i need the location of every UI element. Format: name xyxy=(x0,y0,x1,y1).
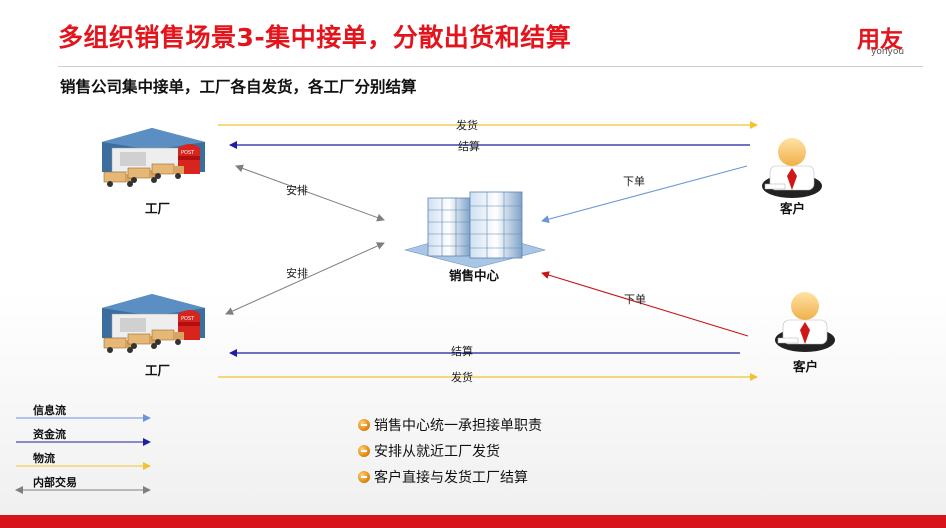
sales-center-label: 销售中心 xyxy=(449,268,500,283)
bullet-icon xyxy=(358,445,370,457)
yonyou-logo: 用友 xyxy=(857,27,903,53)
bullet-text: 客户直接与发货工厂结算 xyxy=(374,470,528,486)
customer-bottom-label: 客户 xyxy=(792,359,818,374)
legend-logistics-label: 物流 xyxy=(33,451,55,465)
factory-top-label: 工厂 xyxy=(145,201,170,216)
bullet-item: 销售中心统一承担接单职责 xyxy=(358,412,542,438)
bullet-text: 销售中心统一承担接单职责 xyxy=(374,418,542,434)
bullet-icon xyxy=(358,471,370,483)
legend-internal-label: 内部交易 xyxy=(33,475,77,489)
title-divider xyxy=(58,66,923,67)
edge-settle-top-label: 结算 xyxy=(458,139,480,153)
customer-top-icon xyxy=(762,138,822,198)
customer-top-label: 客户 xyxy=(779,201,805,216)
legend: 信息流 资金流 物流 内部交易 xyxy=(15,403,151,494)
bullet-item: 客户直接与发货工厂结算 xyxy=(358,464,542,490)
slide-subtitle: 销售公司集中接单，工厂各自发货，各工厂分别结算 xyxy=(60,78,417,96)
footer-bar xyxy=(0,515,946,528)
edge-order-bottom-label: 下单 xyxy=(624,293,646,306)
edge-arrange-top xyxy=(235,164,385,222)
edge-ship-bottom-label: 发货 xyxy=(451,370,473,384)
page-title: 多组织销售场景3-集中接单，分散出货和结算 xyxy=(58,23,572,52)
edge-order-top xyxy=(541,165,748,224)
factory-bottom-icon: POST xyxy=(102,294,205,353)
edge-order-bottom xyxy=(541,271,749,337)
svg-text:POST: POST xyxy=(181,316,195,322)
factory-bottom-label: 工厂 xyxy=(145,363,170,378)
bullet-icon xyxy=(358,419,370,431)
svg-text:POST: POST xyxy=(181,150,195,156)
factory-top-icon: POST xyxy=(102,128,205,187)
bullet-item: 安排从就近工厂发货 xyxy=(358,438,542,464)
edge-ship-top-label: 发货 xyxy=(456,118,478,132)
sales-center-icon xyxy=(403,191,547,269)
edge-arrange-bottom xyxy=(225,242,385,315)
customer-bottom-icon xyxy=(775,292,835,352)
edge-settle-bottom-label: 结算 xyxy=(451,344,473,358)
bullet-list: 销售中心统一承担接单职责 安排从就近工厂发货 客户直接与发货工厂结算 xyxy=(358,412,542,490)
edge-arrange-bottom-label: 安排 xyxy=(286,266,308,280)
yonyou-logo-sub: yonyou xyxy=(871,47,905,57)
legend-info-label: 信息流 xyxy=(33,403,66,417)
edge-arrange-top-label: 安排 xyxy=(286,183,308,197)
bullet-text: 安排从就近工厂发货 xyxy=(374,444,500,460)
edge-order-top-label: 下单 xyxy=(623,175,645,188)
legend-money-label: 资金流 xyxy=(33,427,66,441)
